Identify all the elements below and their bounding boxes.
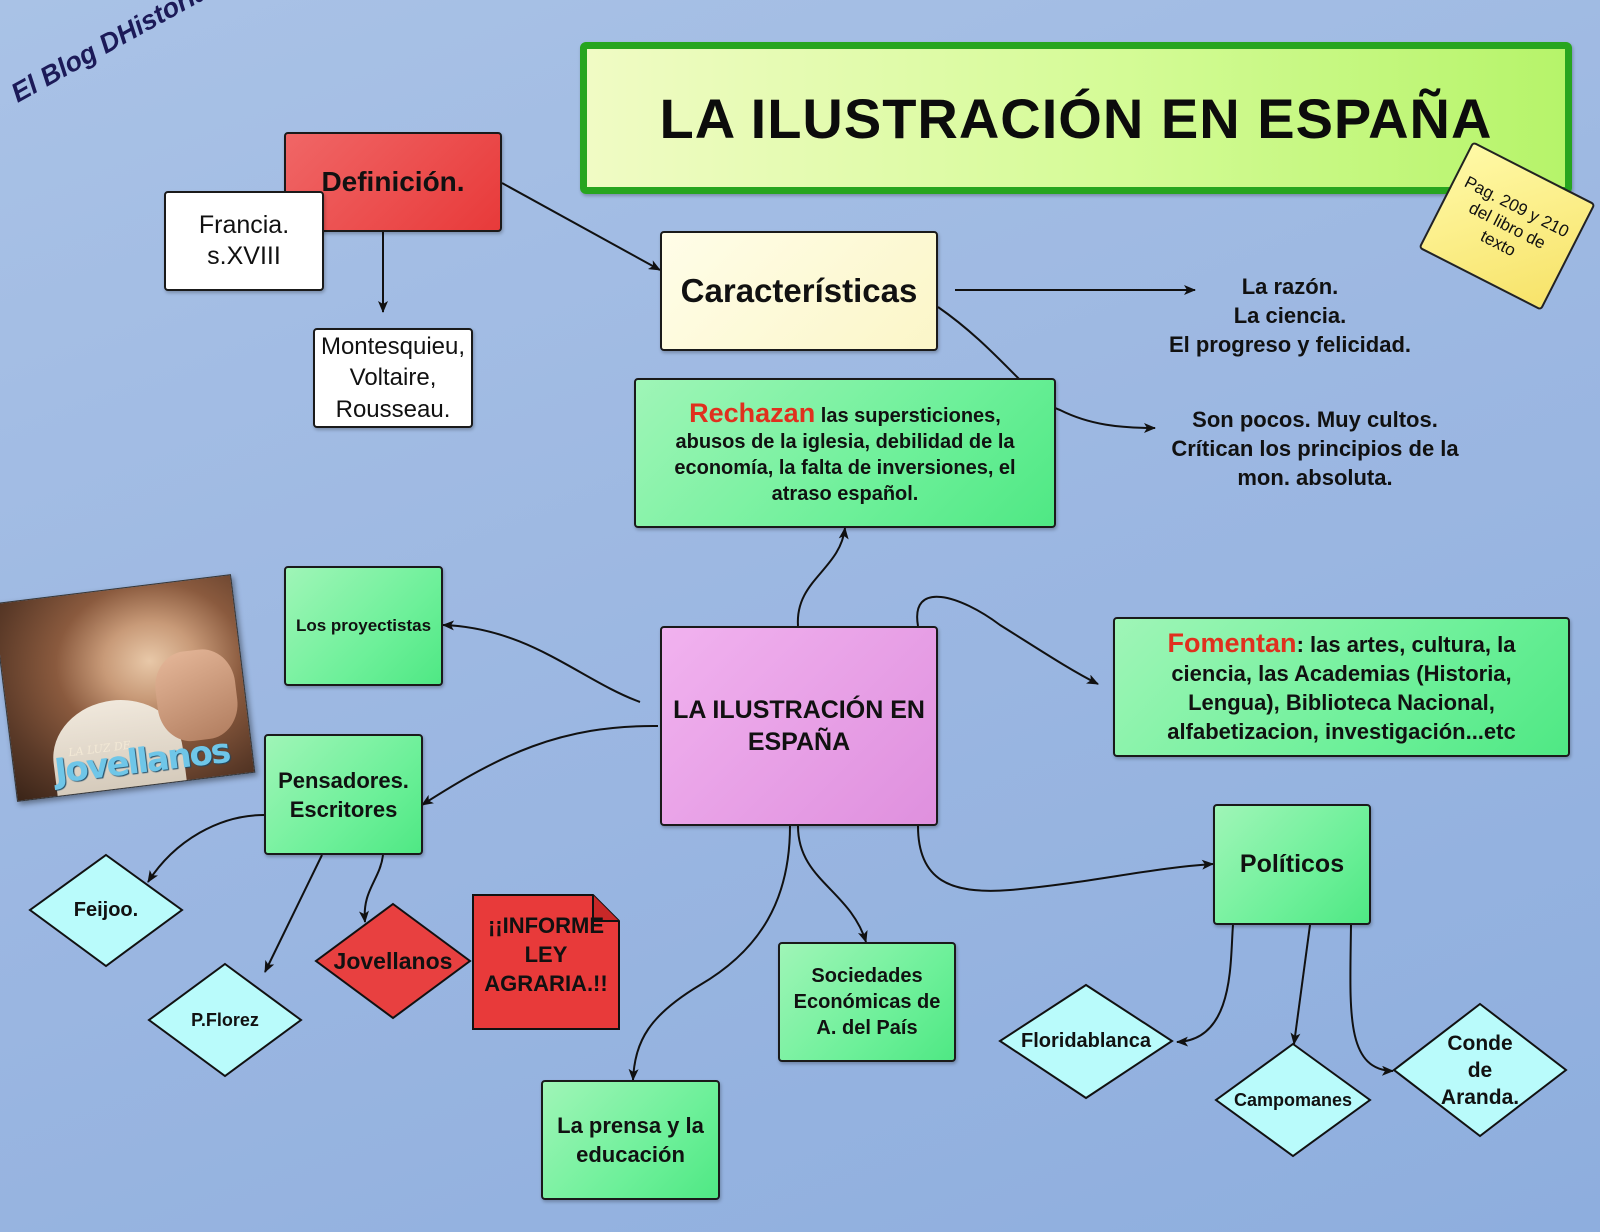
autores-box: Montesquieu, Voltaire, Rousseau. bbox=[313, 328, 473, 428]
feijoo-diamond-shape bbox=[28, 853, 184, 968]
sociedades-label: Sociedades Económicas de A. del País bbox=[793, 965, 941, 1039]
arrow-center-pensadores bbox=[421, 724, 659, 806]
politicos-label: Políticos bbox=[1239, 850, 1345, 878]
rechazan-text: las supersticiones, abusos de la iglesia… bbox=[674, 404, 1016, 505]
fomentan-box: Fomentan: las artes, cultura, la ciencia… bbox=[1113, 617, 1570, 757]
jovellanos-label: Jovellanos bbox=[333, 947, 453, 974]
floridablanca-diamond-shape bbox=[998, 983, 1174, 1100]
aranda-diamond-shape bbox=[1392, 1002, 1568, 1138]
campomanes-diamond: Campomanes bbox=[1214, 1042, 1372, 1158]
arrow-center-politicos bbox=[917, 825, 1214, 892]
definicion-box: Definición. bbox=[284, 132, 502, 232]
francia-box: Francia. s.XVIII bbox=[164, 191, 324, 291]
aranda-label: Conde de Aranda. bbox=[1440, 1031, 1520, 1109]
politicos-box: Políticos bbox=[1213, 804, 1371, 925]
blog-label: El Blog DHistoria bbox=[6, 0, 214, 109]
arrow-center-rechazan bbox=[796, 527, 849, 627]
fomentan-text: : las artes, cultura, la ciencia, las Ac… bbox=[1167, 631, 1516, 744]
arrow-center-proyectistas bbox=[442, 620, 641, 703]
fomentan-text-block: Fomentan: las artes, cultura, la ciencia… bbox=[1137, 627, 1546, 746]
autores-text: Montesquieu, Voltaire, Rousseau. bbox=[320, 333, 466, 423]
caracteristicas-values: La razón. La ciencia. El progreso y feli… bbox=[1168, 274, 1412, 357]
pensadores-label: Pensadores. Escritores bbox=[278, 767, 409, 822]
floridablanca-diamond: Floridablanca bbox=[998, 983, 1174, 1100]
caracteristicas-label: Características bbox=[680, 272, 918, 309]
pensadores-box: Pensadores. Escritores bbox=[264, 734, 423, 855]
note-text: Pag. 209 y 210 del libro de texto bbox=[1461, 172, 1572, 261]
campomanes-diamond-shape bbox=[1214, 1042, 1372, 1158]
arrow-definicion-caracteristicas bbox=[501, 182, 661, 271]
floridablanca-label: Floridablanca bbox=[1020, 1030, 1152, 1052]
center-topic-box: LA ILUSTRACIÓN EN ESPAÑA bbox=[660, 626, 938, 826]
arrow-politicos-campomanes bbox=[1290, 924, 1311, 1045]
rechazan-text-block: Rechazan las supersticiones, abusos de l… bbox=[654, 397, 1036, 507]
definicion-label: Definición. bbox=[321, 166, 465, 197]
jovellanos-diamond-shape bbox=[314, 902, 472, 1020]
florez-diamond-shape bbox=[147, 962, 303, 1078]
informe-label: ¡¡INFORME LEY AGRARIA.!! bbox=[484, 913, 608, 996]
arrow-center-sociedades bbox=[797, 825, 868, 943]
prensa-label: La prensa y la educación bbox=[557, 1113, 704, 1167]
francia-text: Francia. s.XVIII bbox=[198, 210, 290, 270]
campomanes-label: Campomanes bbox=[1233, 1089, 1353, 1110]
feijoo-diamond: Feijoo. bbox=[28, 853, 184, 968]
jovellanos-portrait: LA LUZ DE Jovellanos bbox=[0, 574, 256, 802]
title-banner: LA ILUSTRACIÓN EN ESPAÑA bbox=[580, 42, 1572, 194]
jovellanos-diamond: Jovellanos bbox=[314, 902, 472, 1020]
ilustrados-description: Son pocos. Muy cultos. Crítican los prin… bbox=[1171, 407, 1459, 490]
caracteristicas-box: Características bbox=[660, 231, 938, 351]
florez-diamond: P.Florez bbox=[147, 962, 303, 1078]
informe-document-shape bbox=[472, 894, 620, 1030]
arrow-politicos-floridablanca bbox=[1176, 924, 1234, 1047]
florez-label: P.Florez bbox=[191, 1009, 259, 1030]
rechazan-keyword: Rechazan bbox=[689, 397, 816, 428]
informe-document: ¡¡INFORME LEY AGRARIA.!! bbox=[471, 893, 621, 1031]
sociedades-box: Sociedades Económicas de A. del País bbox=[778, 942, 956, 1062]
rechazan-box: Rechazan las supersticiones, abusos de l… bbox=[634, 378, 1056, 528]
page-title: LA ILUSTRACIÓN EN ESPAÑA bbox=[659, 86, 1493, 150]
feijoo-label: Feijoo. bbox=[73, 899, 139, 921]
fomentan-keyword: Fomentan bbox=[1167, 627, 1297, 658]
prensa-box: La prensa y la educación bbox=[541, 1080, 720, 1200]
center-topic-label: LA ILUSTRACIÓN EN ESPAÑA bbox=[673, 696, 925, 756]
aranda-diamond: Conde de Aranda. bbox=[1392, 1002, 1568, 1138]
proyectistas-box: Los proyectistas bbox=[284, 566, 443, 686]
proyectistas-label: Los proyectistas bbox=[295, 616, 432, 635]
arrow-center-fomentan bbox=[916, 595, 1099, 685]
arrow-center-prensa bbox=[628, 825, 791, 1081]
